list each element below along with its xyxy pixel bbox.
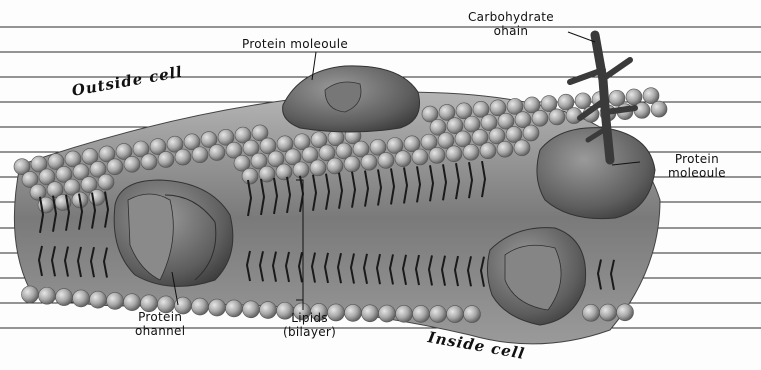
lipid-head: [549, 109, 565, 125]
lipid-head: [413, 305, 430, 322]
carbohydrate-label-line2: ohain: [468, 24, 554, 38]
lipid-head: [260, 302, 277, 319]
protein-channel-line2: ohannel: [135, 324, 185, 338]
lipid-head: [90, 291, 107, 308]
lipid-head: [430, 306, 447, 323]
lipid-head: [361, 154, 377, 170]
lipid-head: [192, 298, 209, 315]
lipid-head: [396, 305, 413, 322]
lipid-head: [107, 159, 123, 175]
lipid-head: [22, 286, 39, 303]
lipid-head: [446, 146, 462, 162]
lipid-head: [412, 149, 428, 165]
lipid-head: [463, 144, 479, 160]
lipid-head: [124, 156, 140, 172]
carbohydrate-label-line1: Carbohydrate: [468, 10, 554, 24]
lipid-head: [344, 156, 360, 172]
lipid-head: [327, 158, 343, 174]
lipid-head: [447, 306, 464, 323]
lipid-head: [107, 292, 124, 309]
lipid-head: [209, 299, 226, 316]
lipids-line2: (bilayer): [283, 325, 336, 339]
protein-molecule-top-label: Protein moleoule: [242, 37, 348, 51]
protein-molecule-right-line1: Protein: [668, 152, 726, 166]
lipid-head: [293, 162, 309, 178]
lipid-head: [480, 143, 496, 159]
lipid-head: [651, 101, 667, 117]
lipids-label: Lipids (bilayer): [283, 311, 336, 339]
lipid-head: [514, 140, 530, 156]
lipid-head: [141, 154, 157, 170]
lipid-head: [276, 164, 292, 180]
lipid-head: [429, 147, 445, 163]
lipid-head: [523, 125, 539, 141]
lipid-head: [395, 151, 411, 167]
protein-channel-line1: Protein: [135, 310, 185, 324]
lipid-head: [345, 304, 362, 321]
lipid-head: [617, 304, 634, 321]
lipid-head: [378, 152, 394, 168]
lipid-head: [89, 189, 105, 205]
lipid-head: [362, 305, 379, 322]
protein-molecule-right: [537, 128, 655, 219]
protein-channel-label: Protein ohannel: [135, 310, 185, 338]
protein-molecule-right-line2: moleoule: [668, 166, 726, 180]
lipid-head: [379, 305, 396, 322]
lipid-head: [98, 174, 114, 190]
lipid-head: [73, 290, 90, 307]
lipid-head: [158, 151, 174, 167]
lipid-head: [226, 300, 243, 317]
carbohydrate-chain-label: Carbohydrate ohain: [468, 10, 554, 38]
lipid-head: [56, 289, 73, 306]
lipid-head: [209, 144, 225, 160]
lipid-head: [600, 304, 617, 321]
lipid-head: [242, 168, 258, 184]
lipid-head: [192, 147, 208, 163]
protein-molecule-top: [283, 66, 420, 132]
lipid-head: [310, 160, 326, 176]
lipid-head: [497, 141, 513, 157]
protein-molecule-right-label: Protein moleoule: [668, 152, 726, 180]
lipid-head: [124, 294, 141, 311]
lipids-line1: Lipids: [283, 311, 336, 325]
lipid-head: [243, 301, 260, 318]
lipid-head: [39, 287, 56, 304]
lipid-head: [175, 149, 191, 165]
lipid-head: [464, 306, 481, 323]
lipid-head: [583, 304, 600, 321]
lipid-head: [532, 110, 548, 126]
